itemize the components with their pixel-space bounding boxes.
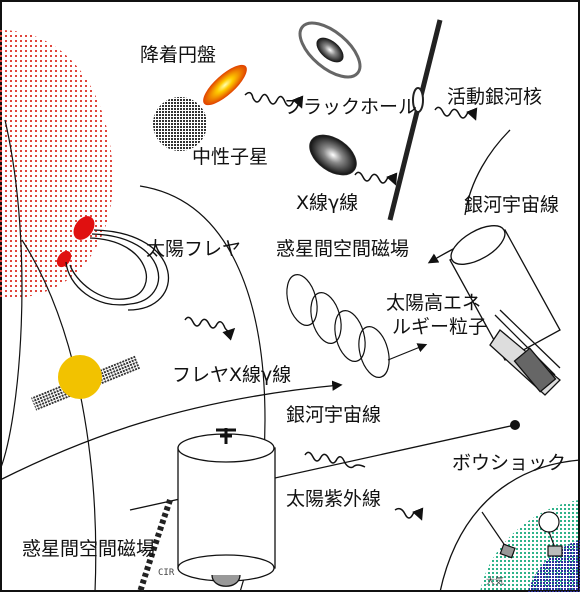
bow-shock-arc: [439, 459, 580, 592]
galactic-ray-endpoint: [510, 420, 520, 430]
photon-waves: [184, 91, 478, 521]
cir-streamer: [137, 499, 173, 592]
label-accretion-disk: 降着円盤: [140, 44, 217, 66]
xray-source-shape: [309, 134, 357, 176]
label-agn: 活動銀河核: [447, 86, 543, 108]
label-cir: CIR: [158, 568, 175, 578]
label-atmosphere: 大気: [486, 577, 505, 587]
imf-helix: [286, 274, 428, 378]
label-solar-uv: 太陽紫外線: [286, 488, 382, 510]
orbit-arc-2: [0, 119, 23, 471]
label-bow-shock: ボウショック: [452, 452, 567, 474]
flare-spot-lower: [56, 250, 72, 268]
earth-surface: [528, 540, 580, 592]
agn-jet: [387, 19, 443, 221]
label-neutron-star: 中性子星: [192, 146, 269, 168]
flare-spot-upper: [73, 216, 95, 240]
planet: [31, 355, 141, 411]
label-xray-gamma: X線γ線: [296, 192, 359, 214]
rocket-instrument: [481, 511, 516, 559]
label-imf-center: 惑星間空間磁場: [276, 238, 410, 260]
label-flare-xray-gamma: フレヤX線γ線: [172, 364, 292, 386]
dotted-sphere: [153, 97, 207, 151]
label-imf-bottom: 惑星間空間磁場: [22, 538, 156, 560]
orbit-arc-1: [21, 239, 97, 592]
label-galactic-cosmic-rays-top: 銀河宇宙線: [464, 194, 560, 216]
label-solar-flare: 太陽フレヤ: [146, 238, 242, 260]
sun-dotted: [0, 30, 113, 300]
accretion-disk-shape: [203, 64, 247, 106]
label-galactic-cosmic-rays-mid: 銀河宇宙線: [286, 404, 382, 426]
label-sep-line1: 太陽高エネ: [386, 292, 482, 314]
satellite: [177, 428, 276, 587]
flare-loops: [65, 229, 170, 311]
label-sep-line2: ルギー粒子: [392, 316, 488, 338]
telescope-instrument: [449, 225, 561, 396]
black-hole-shape: [298, 21, 362, 79]
balloon-instrument: [538, 511, 563, 557]
label-black-hole: ブラックホール: [284, 96, 418, 118]
